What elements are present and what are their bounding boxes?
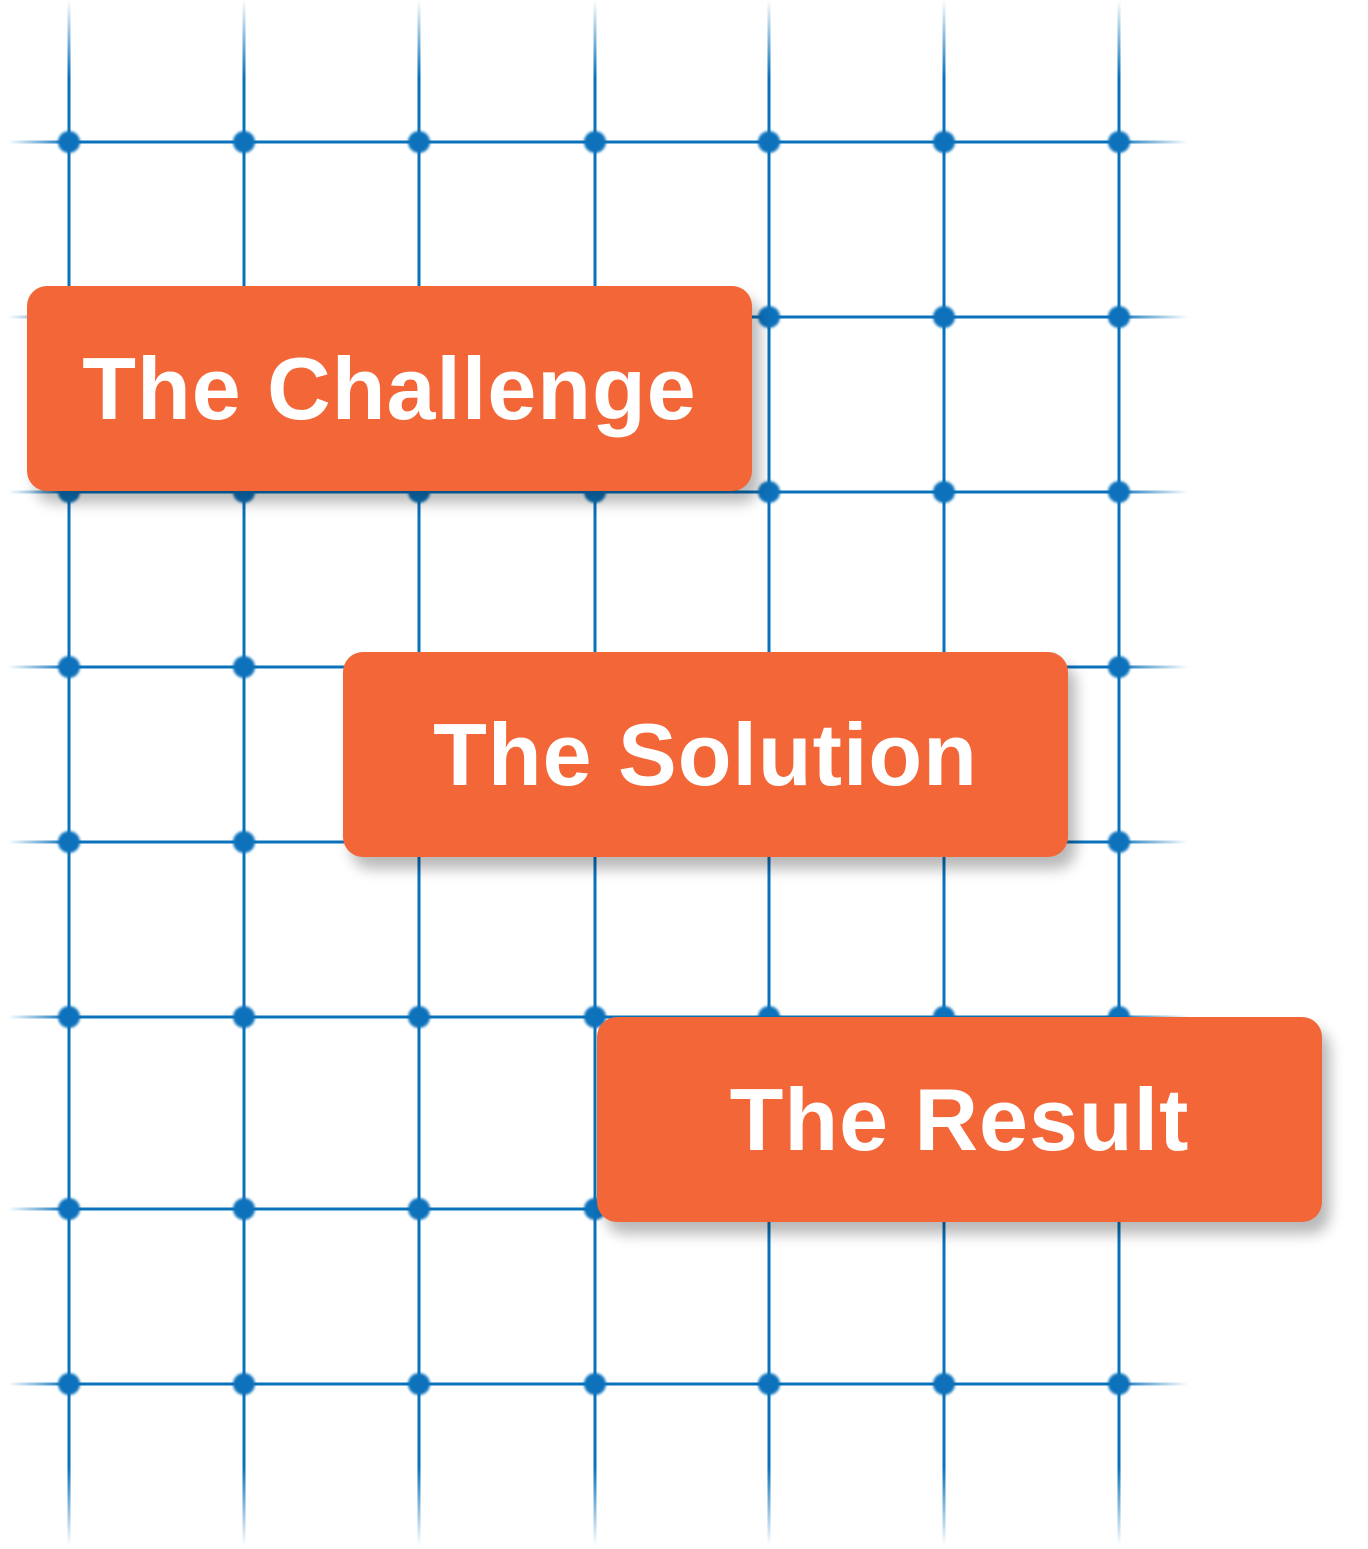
grid-line-vertical: [67, 0, 71, 1545]
grid-node-dot: [933, 481, 955, 503]
challenge-label: The Challenge: [82, 338, 697, 438]
solution-label: The Solution: [433, 704, 978, 804]
grid-node-dot: [758, 481, 780, 503]
grid-node-dot: [233, 1198, 255, 1220]
solution-box: The Solution: [343, 652, 1068, 857]
grid-node-dot: [233, 831, 255, 853]
grid-node-dot: [58, 831, 80, 853]
grid-node-dot: [584, 1006, 606, 1028]
grid-node-dot: [1108, 131, 1130, 153]
grid-node-dot: [933, 306, 955, 328]
grid-node-dot: [1108, 1373, 1130, 1395]
grid-node-dot: [1108, 656, 1130, 678]
grid-node-dot: [408, 131, 430, 153]
grid-node-dot: [408, 1198, 430, 1220]
grid-node-dot: [233, 1373, 255, 1395]
grid-node-dot: [58, 1373, 80, 1395]
grid-node-dot: [933, 131, 955, 153]
grid-node-dot: [584, 1373, 606, 1395]
grid-node-dot: [758, 131, 780, 153]
grid-node-dot: [1108, 481, 1130, 503]
grid-node-dot: [58, 1198, 80, 1220]
grid-line-vertical: [1117, 0, 1121, 1545]
grid-node-dot: [233, 656, 255, 678]
grid-node-dot: [758, 306, 780, 328]
result-box: The Result: [597, 1017, 1322, 1222]
grid-node-dot: [1108, 306, 1130, 328]
grid-node-dot: [58, 131, 80, 153]
grid-node-dot: [233, 131, 255, 153]
grid-node-dot: [58, 656, 80, 678]
grid-node-dot: [58, 1006, 80, 1028]
grid-line-vertical: [242, 0, 246, 1545]
grid-node-dot: [408, 1006, 430, 1028]
grid-node-dot: [933, 1373, 955, 1395]
grid-node-dot: [1108, 831, 1130, 853]
grid-node-dot: [233, 1006, 255, 1028]
grid-node-dot: [408, 1373, 430, 1395]
result-label: The Result: [729, 1069, 1190, 1169]
grid-node-dot: [584, 131, 606, 153]
challenge-box: The Challenge: [27, 286, 752, 491]
grid-node-dot: [758, 1373, 780, 1395]
